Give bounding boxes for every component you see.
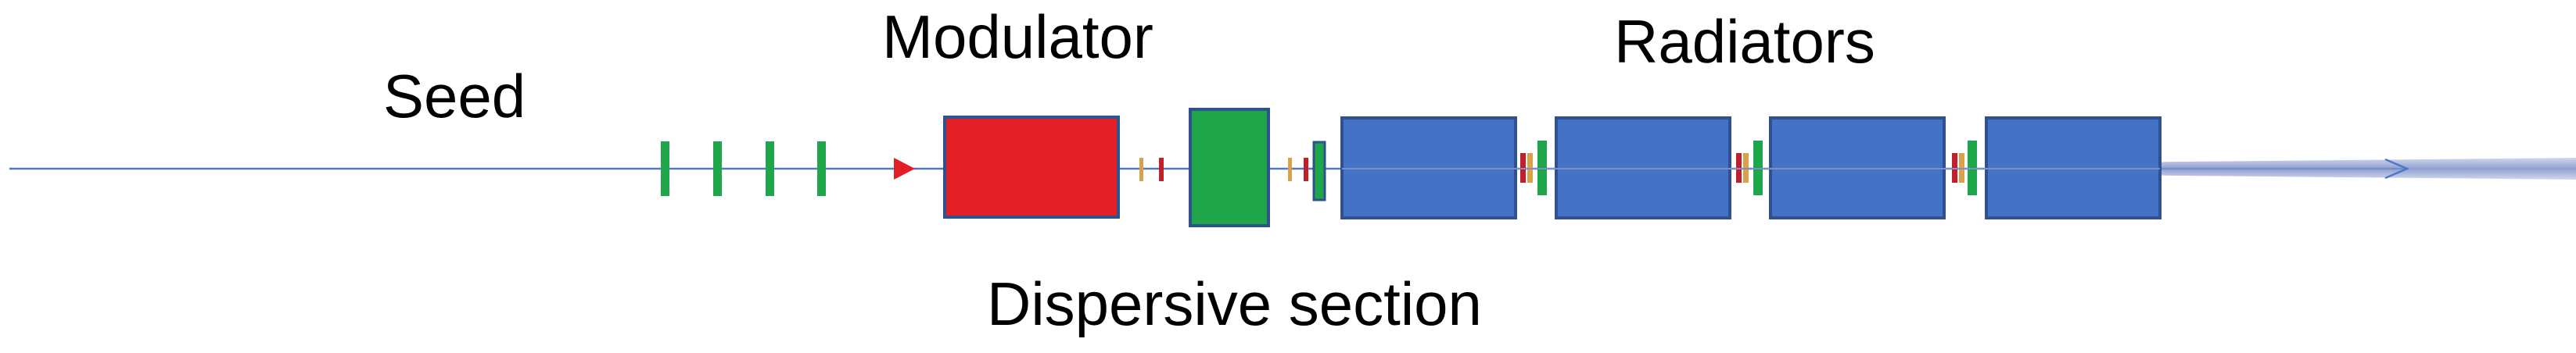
seed-arrowhead [894,158,915,180]
seed-quadrupole [766,141,774,196]
corrector-magnet [1139,158,1143,181]
dispersive-section-chicane [1189,108,1270,227]
modulator-undulator [943,116,1120,219]
output-beam-arrowhead [2384,158,2410,180]
radiators-label: Radiators [1614,7,1875,76]
corrector-magnet [1159,158,1164,181]
seed-quadrupole [661,141,669,196]
corrector-magnet [1304,158,1308,181]
radiator-quadrupole [1312,141,1326,201]
modulator-label: Modulator [882,2,1153,71]
seed-label: Seed [383,62,526,130]
seed-quadrupole [817,141,826,196]
seed-quadrupole [713,141,722,196]
corrector-magnet [1288,158,1292,181]
dispersive-section-label: Dispersive section [987,269,1482,338]
output-radiation-beam [2111,158,2576,180]
